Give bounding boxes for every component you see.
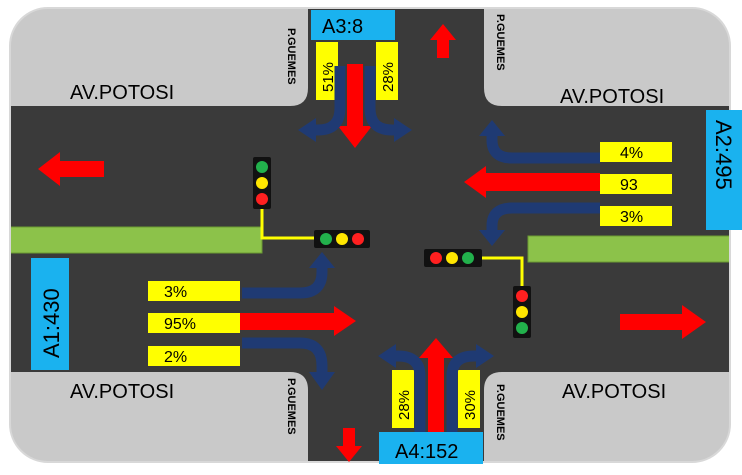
svg-text:28%: 28%: [380, 62, 397, 92]
svg-text:A2:495: A2:495: [711, 120, 736, 190]
svg-text:3%: 3%: [164, 284, 187, 301]
svg-text:3%: 3%: [620, 209, 643, 226]
block-top-left: [10, 8, 308, 106]
approach-box-a4: A4:152: [379, 432, 483, 464]
svg-text:A1:430: A1:430: [39, 288, 64, 358]
a2-flow-arrows: [464, 120, 600, 246]
svg-text:A3:8: A3:8: [322, 16, 363, 38]
a3-right-turn-label: 51%: [316, 42, 338, 100]
a3-right-arrow-icon: [298, 118, 316, 142]
a2-straight-label: 93: [600, 174, 672, 194]
exit-arrow-east-icon: [620, 305, 706, 339]
median-left: [10, 226, 263, 254]
approach-box-a3: A3:8: [311, 10, 395, 40]
svg-text:30%: 30%: [462, 390, 479, 420]
a1-straight-arrow-icon: [334, 306, 356, 336]
exit-arrow-south-icon: [336, 428, 362, 462]
a3-left-arrow-icon: [394, 118, 412, 142]
a1-flow-arrows: [240, 252, 356, 390]
a2-straight-arrow-icon: [464, 166, 486, 198]
svg-text:51%: 51%: [320, 62, 337, 92]
street-label-bottom-left: AV.POTOSI: [70, 381, 174, 403]
street-label-top-left: AV.POTOSI: [70, 82, 174, 104]
a4-right-turn-label: 30%: [458, 370, 480, 428]
cross-street-label-top-left: P.GUEMES: [285, 28, 297, 85]
a1-right-turn-label: 2%: [148, 346, 240, 366]
block-bottom-left: [10, 372, 308, 462]
a4-right-arrow-icon: [476, 344, 494, 368]
a1-right-arrow-icon: [309, 372, 335, 390]
svg-text:A4:152: A4:152: [395, 441, 458, 463]
a1-left-arrow-icon: [309, 252, 335, 268]
block-bottom-right: [484, 372, 730, 462]
a3-straight-arrow-icon: [338, 126, 372, 148]
cross-street-label-bottom-right: P.GUEMES: [494, 384, 506, 441]
a4-left-turn-label: 28%: [392, 370, 414, 428]
svg-text:93: 93: [620, 177, 638, 194]
cross-street-label-bottom-left: P.GUEMES: [285, 378, 297, 435]
block-top-right: [484, 8, 730, 106]
street-label-top-right: AV.POTOSI: [560, 86, 664, 108]
a4-flow-arrows: [378, 338, 494, 432]
median-right: [527, 235, 730, 263]
a3-left-turn-label: 28%: [376, 42, 398, 100]
a1-straight-label: 95%: [148, 313, 240, 333]
exit-arrow-north-icon: [430, 24, 456, 58]
a2-left-turn-label: 3%: [600, 206, 672, 226]
a4-left-arrow-icon: [378, 344, 396, 368]
svg-text:28%: 28%: [396, 390, 413, 420]
approach-box-a1: A1:430: [31, 258, 69, 370]
a1-left-turn-label: 3%: [148, 281, 240, 301]
a3-flow-arrows: [298, 64, 412, 148]
traffic-light-icon: [424, 249, 531, 338]
a2-left-arrow-icon: [479, 230, 505, 246]
svg-text:4%: 4%: [620, 145, 643, 162]
svg-text:2%: 2%: [164, 349, 187, 366]
traffic-light-icon: [253, 157, 370, 248]
a2-right-turn-label: 4%: [600, 142, 672, 162]
exit-arrow-west-icon: [38, 152, 104, 186]
cross-street-label-top-right: P.GUEMES: [494, 14, 506, 71]
a2-right-arrow-icon: [479, 120, 505, 136]
svg-text:95%: 95%: [164, 316, 196, 333]
street-label-bottom-right: AV.POTOSI: [562, 381, 666, 403]
a4-straight-arrow-icon: [419, 338, 453, 358]
approach-box-a2: A2:495: [706, 110, 742, 230]
